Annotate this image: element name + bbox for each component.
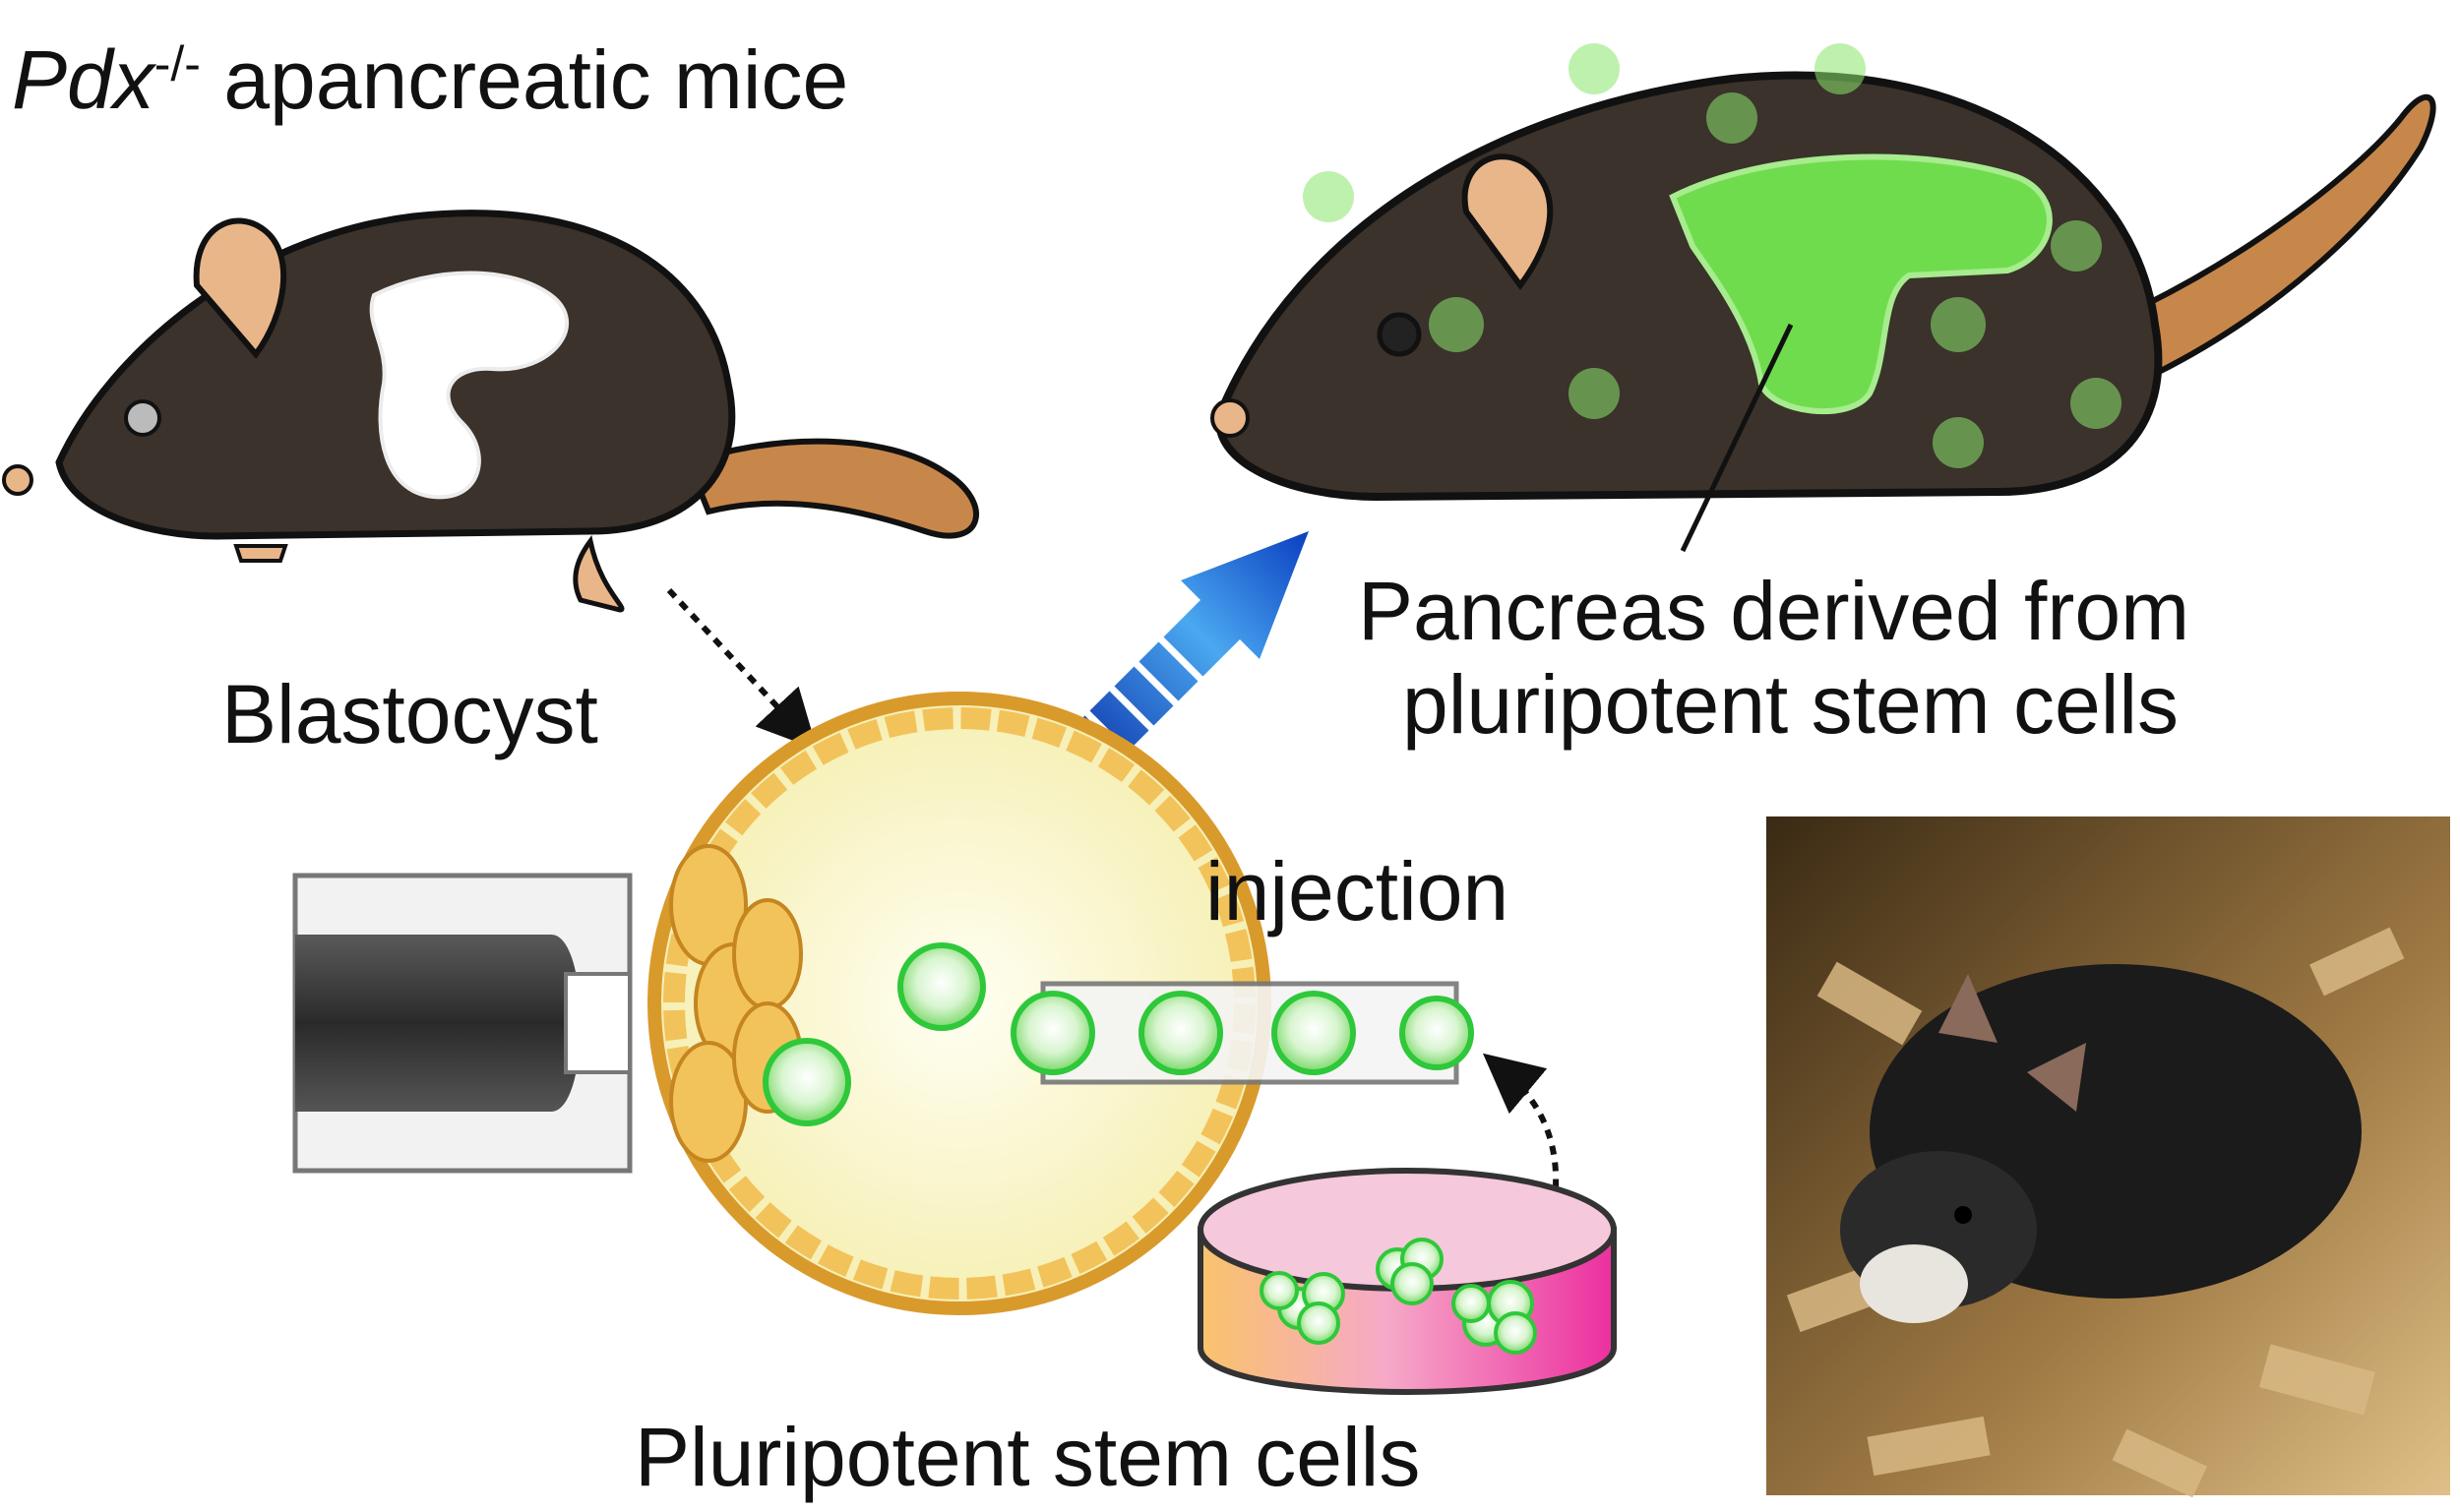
stem-cells-label: Pluripotent stem cells [635,1411,1420,1503]
pancreas-label-line2: pluripotent stem cells [1402,658,2179,751]
title-genotype: -/- [154,36,201,91]
injection-label: injection [1205,845,1508,937]
dotted-arrow-icon [666,587,818,750]
injection-needle-icon [1011,981,1474,1085]
white-pancreas-region [369,271,570,500]
inner-cell-mass [669,844,803,1163]
blastocyst-label: Blastocyst [221,668,598,760]
mouse-icon [2,210,979,613]
chimeric-mouse-icon [1210,43,2436,553]
title-gene: Pdx [12,33,157,126]
green-pancreas-region [1669,153,2053,415]
mouse-photo [1766,816,2450,1498]
pancreas-label-line1: Pancreas derived from [1358,565,2189,657]
holding-pipette-icon [292,873,633,1174]
green-spots [1303,43,2122,468]
petri-dish-icon [1198,1168,1617,1395]
blastocyst-icon [647,692,1271,1315]
title-text: Pdx-/- apancreatic mice [12,33,848,126]
title-rest: apancreatic mice [201,33,848,126]
